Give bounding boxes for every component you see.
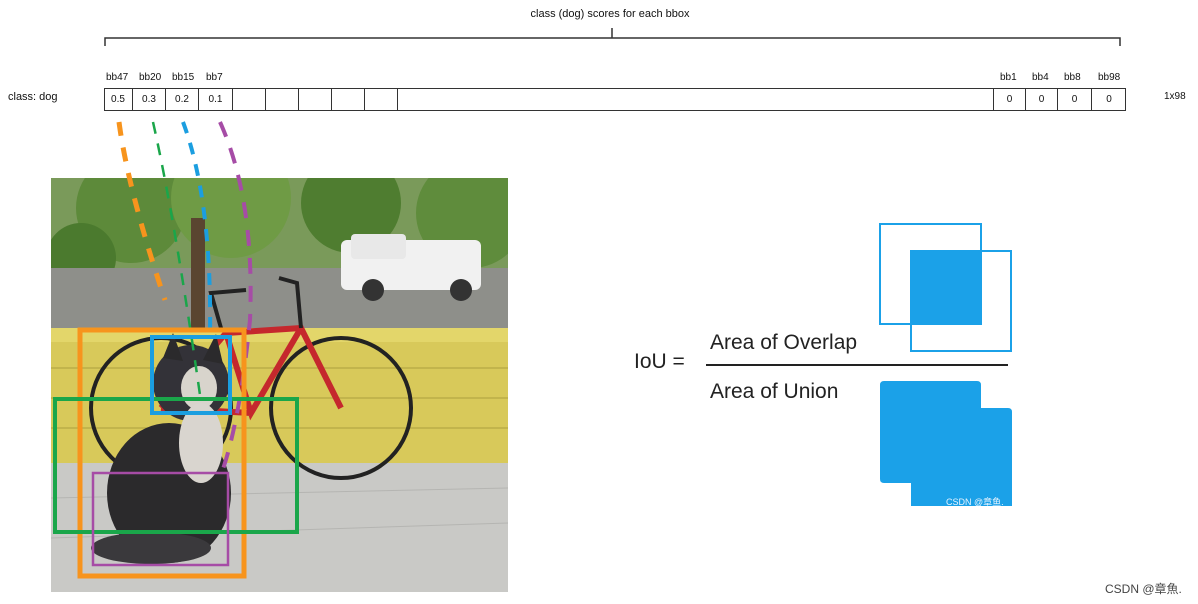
score-cell-bb15: 0.2: [166, 89, 199, 110]
score-cell-bb1: 0: [994, 89, 1026, 110]
bbox-bb7: [91, 471, 230, 567]
score-cell-empty: [299, 89, 332, 110]
score-cell-bb47: 0.5: [104, 89, 133, 110]
score-cell-empty: [332, 89, 365, 110]
overlap-region: [911, 251, 981, 324]
brace-svg: [104, 28, 1121, 46]
iou-denominator: Area of Union: [710, 380, 839, 403]
score-row: [104, 88, 1126, 111]
score-cell-bb98: 0: [1106, 94, 1112, 105]
score-cell-empty: [266, 89, 299, 110]
inner-watermark: CSDN @章鱼.: [946, 497, 1004, 507]
union-region: [880, 381, 1012, 506]
bbox-bb47: [77, 327, 247, 579]
col-label-bb98: bb98: [1098, 72, 1121, 83]
col-label-bb47: bb47: [106, 72, 129, 83]
photo-scene: [51, 178, 508, 592]
connector-bb7: [218, 121, 253, 473]
row-label-class-dog: class: dog: [8, 91, 58, 103]
brace-title: class (dog) scores for each bbox: [530, 8, 690, 20]
matrix-size-label: 1x98: [1164, 91, 1186, 102]
score-cell-empty: [233, 89, 266, 110]
col-label-bb4: bb4: [1032, 72, 1049, 83]
iou-lhs: IoU =: [634, 350, 685, 373]
iou-numerator: Area of Overlap: [710, 331, 858, 354]
connector-bb20: [151, 121, 202, 396]
dog-bicycle-photo: [51, 178, 508, 592]
score-cell-empty: [365, 89, 398, 110]
footer-watermark: CSDN @章魚.: [1105, 582, 1182, 596]
score-cell-bb4: 0: [1026, 89, 1058, 110]
score-cell-bb20: 0.3: [133, 89, 166, 110]
score-cell-bb7: 0.1: [199, 89, 233, 110]
score-cell-bb8: 0: [1058, 89, 1092, 110]
connector-bb15: [181, 121, 213, 336]
col-label-bb7: bb7: [206, 72, 223, 83]
col-label-bb8: bb8: [1064, 72, 1081, 83]
bbox-bb20: [53, 397, 299, 534]
brace-line: [104, 28, 1121, 46]
connector-bb47: [116, 121, 168, 301]
score-cell-gap: [398, 89, 994, 110]
bbox-bb15: [150, 335, 232, 415]
col-label-bb15: bb15: [172, 72, 195, 83]
col-label-bb1: bb1: [1000, 72, 1017, 83]
col-label-bb20: bb20: [139, 72, 162, 83]
